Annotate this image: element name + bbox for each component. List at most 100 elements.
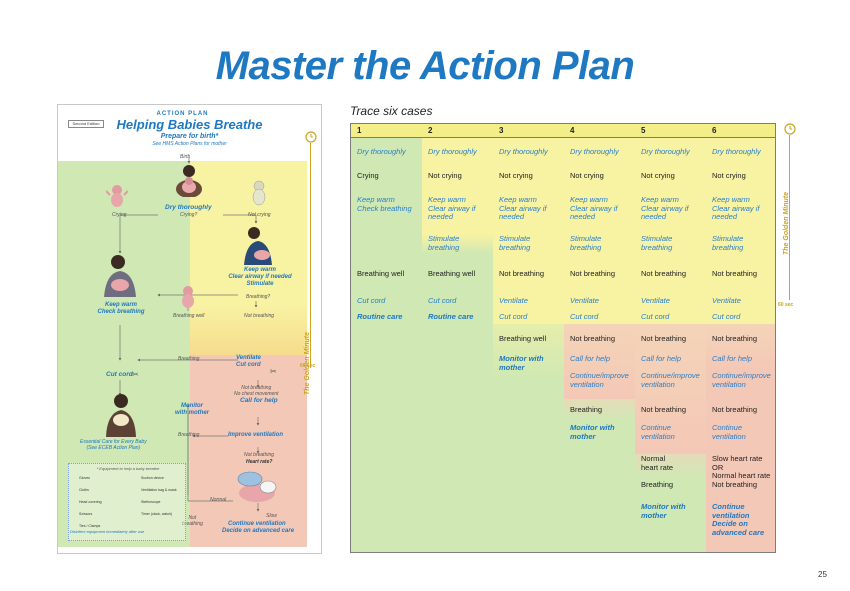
table-cell: Dry thoroughly bbox=[499, 147, 548, 156]
baby-crying-icon bbox=[106, 185, 128, 207]
table-cell: Breathing bbox=[570, 405, 603, 414]
case-6-yellow-bg bbox=[706, 124, 775, 324]
poster-breathing-q: Breathing? bbox=[246, 294, 271, 300]
mother-skin-to-skin-icon bbox=[106, 394, 136, 437]
case-column-3: 3 Dry thoroughly Not crying Keep warm Cl… bbox=[493, 124, 565, 552]
case-1-green-bg bbox=[351, 124, 422, 552]
table-cell: Not breathing bbox=[712, 269, 758, 278]
poster-flow-arrows bbox=[118, 157, 260, 512]
equipment-item: Scissors bbox=[79, 512, 93, 516]
case-column-6: 6 Dry thoroughly Not crying Keep warm Cl… bbox=[706, 124, 775, 552]
poster-breathing-2: Breathing bbox=[178, 432, 200, 438]
table-golden-minute-line bbox=[789, 135, 790, 300]
equipment-item: Timer (clock, watch) bbox=[141, 512, 173, 516]
case-column-2: 2 Dry thoroughly Not crying Keep warm Cl… bbox=[422, 124, 494, 552]
table-cell: Not crying bbox=[712, 171, 746, 180]
table-cell: Cut cord bbox=[641, 312, 670, 321]
equipment-item: Head covering bbox=[79, 500, 102, 504]
case-6-header: 6 bbox=[706, 124, 775, 138]
table-cell: Dry thoroughly bbox=[428, 147, 477, 156]
page-number: 25 bbox=[818, 570, 827, 579]
table-cell: Cut cord bbox=[570, 312, 599, 321]
table-cell: Keep warm Clear airway if needed bbox=[570, 195, 618, 221]
equipment-legend-title: * Equipment to help a baby breathe bbox=[96, 466, 160, 471]
case-4-yellow-bg bbox=[564, 124, 635, 324]
poster-edition: Second Edition bbox=[68, 120, 104, 128]
clock-icon bbox=[305, 131, 317, 143]
table-cell: Dry thoroughly bbox=[641, 147, 690, 156]
poster-crying-q: Crying? bbox=[180, 212, 198, 218]
table-cell: Stimulate breathing bbox=[499, 234, 531, 252]
case-4-red-bg bbox=[564, 324, 635, 399]
table-cell: Slow heart rate OR Normal heart rate Not… bbox=[712, 454, 771, 489]
case-3-green-bg bbox=[493, 324, 564, 552]
table-cell: Continue ventilation bbox=[712, 423, 746, 441]
table-cell: Keep warm Clear airway if needed bbox=[499, 195, 547, 221]
case-5-green-bg bbox=[635, 454, 706, 552]
mother-check-icon bbox=[104, 255, 136, 297]
poster-birth: Birth bbox=[180, 154, 191, 160]
table-cell: Routine care bbox=[357, 312, 403, 321]
table-cell: Dry thoroughly bbox=[570, 147, 619, 156]
poster-improve-vent: Improve ventilation bbox=[228, 432, 284, 438]
case-5-yellow-bg bbox=[635, 124, 706, 324]
poster-heart-rate-q: Heart rate? bbox=[246, 459, 273, 465]
action-plan-poster: ACTION PLAN Second Edition Helping Babie… bbox=[57, 104, 322, 554]
poster-golden-minute-line bbox=[310, 143, 311, 368]
poster-normal: Normal bbox=[210, 497, 227, 503]
trace-cases-table: 1 Dry thoroughly Crying Keep warm Check … bbox=[350, 123, 776, 553]
table-cell: Call for help bbox=[712, 354, 753, 363]
table-cell: Not breathing bbox=[641, 269, 687, 278]
poster-dry: Dry thoroughly bbox=[165, 204, 212, 211]
table-cell: Keep warm Check breathing bbox=[357, 195, 412, 213]
case-3-yellow-bg bbox=[493, 124, 564, 324]
baby-not-crying-icon bbox=[252, 180, 266, 206]
case-5-header: 5 bbox=[635, 124, 706, 138]
poster-not-breathing-hr: Not breathing bbox=[244, 452, 275, 458]
case-6-red-bg bbox=[706, 324, 775, 552]
poster-slow: Slow bbox=[266, 513, 277, 519]
poster-not-crying: Not crying bbox=[248, 212, 271, 218]
poster-not-breathing: Not breathing bbox=[244, 313, 275, 319]
table-golden-minute-label: The Golden Minute bbox=[783, 192, 790, 255]
table-cell: Not breathing bbox=[712, 334, 758, 343]
poster-essential-care: Essential Care for Every Baby (See ECEB … bbox=[80, 439, 147, 451]
poster-header-area bbox=[58, 105, 307, 161]
table-cell: Keep warm Clear airway if needed bbox=[641, 195, 689, 221]
poster-red-zone bbox=[190, 355, 307, 547]
table-cell: Monitor with mother bbox=[570, 423, 615, 441]
table-cell: Ventilate bbox=[570, 296, 599, 305]
case-2-yellow-bg bbox=[422, 124, 493, 254]
poster-decide-advanced: Decide on advanced care bbox=[222, 528, 295, 534]
equipment-item: Cloths bbox=[79, 488, 89, 492]
table-cell: Cut cord bbox=[357, 296, 386, 305]
table-cell: Not crying bbox=[641, 171, 675, 180]
poster-keep-warm-check: Keep warm Check breathing bbox=[97, 302, 145, 315]
table-cell: Breathing well bbox=[499, 334, 547, 343]
poster-keep-warm-clear: Keep warm Clear airway if needed Stimula… bbox=[228, 267, 292, 287]
equipment-item: Ties / Clamps bbox=[79, 524, 101, 528]
table-cell: Routine care bbox=[428, 312, 474, 321]
table-cell: Normal heart rate bbox=[641, 454, 674, 472]
mother-stimulate-icon bbox=[244, 227, 272, 265]
equipment-item: Stethoscope bbox=[141, 500, 161, 504]
poster-crying: Crying bbox=[112, 212, 127, 218]
scissors-icon: ✂ bbox=[132, 370, 139, 379]
poster-monitor: Monitor with mother bbox=[175, 403, 209, 416]
trace-six-cases-title: Trace six cases bbox=[350, 104, 433, 118]
case-4-green-bg bbox=[564, 399, 635, 552]
table-cell: Breathing well bbox=[357, 269, 405, 278]
poster-breathing: Breathing bbox=[178, 356, 200, 362]
case-3-header: 3 bbox=[493, 124, 564, 138]
table-cell: Monitor with mother bbox=[641, 502, 686, 520]
table-cell: Dry thoroughly bbox=[712, 147, 761, 156]
case-2-header: 2 bbox=[422, 124, 493, 138]
poster-call-help: Call for help bbox=[240, 397, 278, 404]
table-cell: Keep warm Clear airway if needed bbox=[712, 195, 760, 221]
table-cell: Continue/improve ventilation bbox=[570, 371, 629, 389]
table-60-sec: 60 sec bbox=[778, 302, 794, 308]
table-cell: Continue ventilation Decide on advanced … bbox=[712, 502, 765, 537]
table-cell: Not breathing bbox=[570, 334, 616, 343]
table-cell: Monitor with mother bbox=[499, 354, 544, 372]
poster-continue-vent: Continue ventilation bbox=[228, 521, 286, 527]
